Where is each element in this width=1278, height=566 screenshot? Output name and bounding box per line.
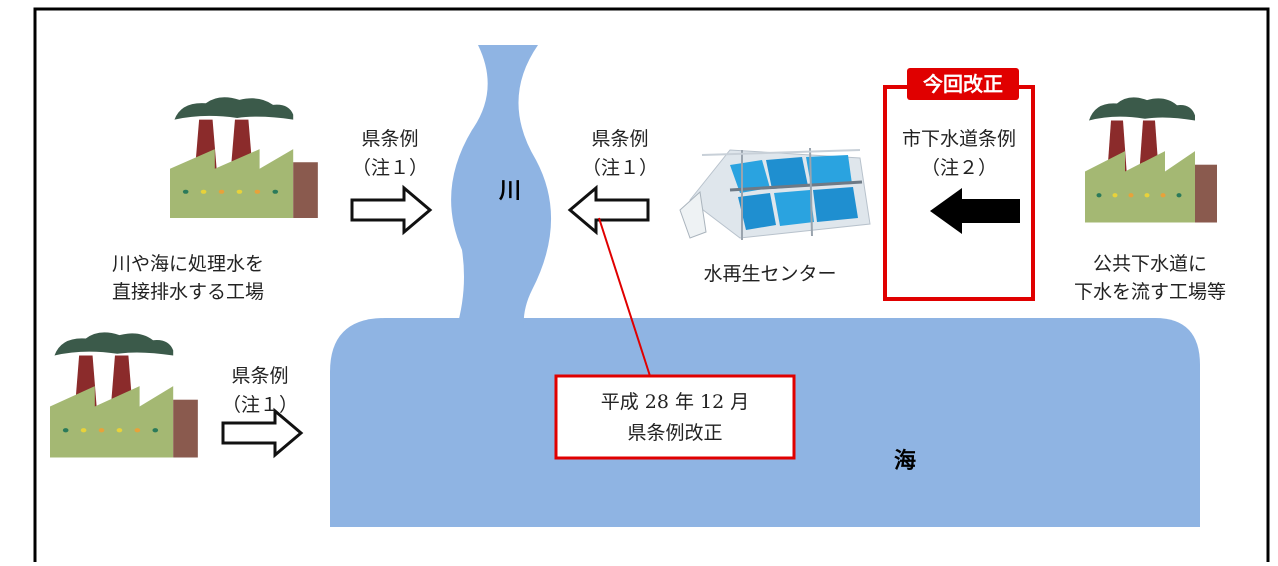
frame-border (33, 7, 1270, 562)
sea-label: 海 (894, 448, 916, 474)
factory-direct-label-1: 川や海に処理水を (112, 253, 264, 275)
solid-arrow-icon (930, 188, 1020, 234)
rule-note: （注１） (222, 394, 298, 416)
revision-badge (907, 68, 1019, 100)
callout-leader (598, 217, 651, 377)
rule-note: （注１） (352, 157, 428, 179)
callout-line-2: 県条例改正 (627, 422, 722, 444)
revision-badge-label: 今回改正 (923, 72, 1003, 96)
outline-arrow-icon (350, 186, 432, 234)
city-rule-note: （注２） (921, 157, 997, 179)
rule-label: 県条例 (231, 365, 288, 387)
river-shape (451, 45, 552, 330)
rule-label: 県条例 (591, 128, 648, 150)
river-label: 川 (498, 179, 521, 204)
callout-box (554, 374, 796, 460)
reclamation-center-label: 水再生センター (703, 263, 836, 285)
outline-arrow-icon (221, 409, 303, 457)
factory-icon (1085, 97, 1217, 223)
factory-direct-label-2: 直接排水する工場 (112, 281, 264, 303)
city-rule-label: 市下水道条例 (902, 128, 1016, 150)
callout-line-1: 平成 28 年 12 月 (601, 391, 750, 413)
rule-label: 県条例 (361, 128, 418, 150)
factory-sewer-label-1: 公共下水道に (1093, 253, 1207, 275)
outline-arrow-icon (568, 186, 650, 234)
factory-icon (170, 97, 318, 218)
factory-sewer-label-2: 下水を流す工場等 (1074, 281, 1226, 303)
water-reclamation-plant-icon (679, 147, 871, 240)
factory-icon (50, 332, 198, 458)
rule-note: （注１） (582, 157, 658, 179)
